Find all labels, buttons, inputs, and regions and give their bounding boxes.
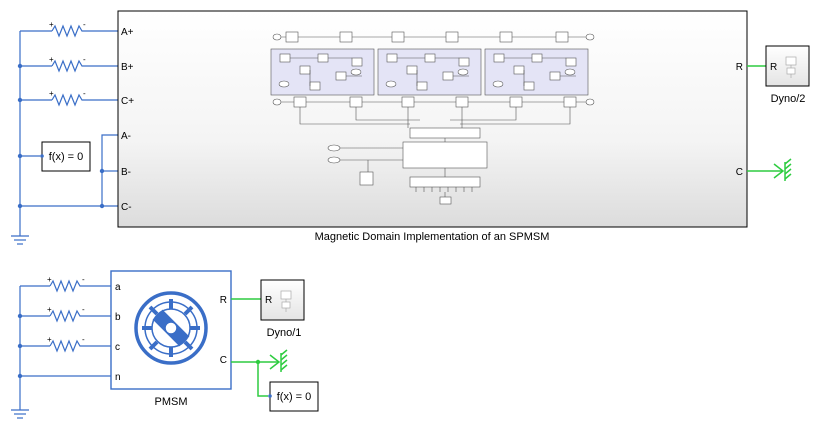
svg-text:-: -: [83, 89, 86, 98]
solver-config-top-label: f(x) = 0: [49, 151, 84, 163]
pmsm-block[interactable]: a b c n R C: [110, 270, 232, 390]
svg-text:-: -: [82, 305, 85, 314]
port-c-minus: C-: [121, 202, 132, 213]
svg-text:+: +: [47, 305, 52, 314]
port-c: C: [736, 167, 743, 178]
resistor-a-bottom[interactable]: [49, 279, 86, 293]
port-a-minus: A-: [121, 131, 131, 142]
port-c-plus: C+: [121, 96, 134, 107]
pmsm-port-n: n: [115, 372, 121, 383]
port-b-plus: B+: [121, 62, 134, 73]
port-a-plus: A+: [121, 27, 134, 38]
pmsm-port-c: c: [115, 342, 120, 353]
ground-bottom-icon[interactable]: [11, 406, 29, 419]
top-wiring: [19, 30, 118, 232]
spmsm-subsystem-block[interactable]: A+ B+ C+ A- B- C- R C: [117, 10, 748, 228]
dyno-bottom-caption: Dyno/1: [267, 327, 302, 339]
dyno-top-port: R: [770, 62, 777, 73]
pmsm-port-c-mech: C: [220, 355, 227, 366]
resistor-c-top[interactable]: [51, 93, 85, 107]
svg-text:+: +: [47, 275, 52, 284]
ground-icon[interactable]: [11, 232, 29, 245]
pmsm-port-r: R: [220, 295, 227, 306]
resistor-b-top[interactable]: [51, 59, 85, 73]
svg-text:-: -: [82, 335, 85, 344]
port-b-minus: B-: [121, 167, 131, 178]
svg-text:-: -: [82, 275, 85, 284]
bottom-wiring: [19, 285, 111, 406]
subsystem-caption: Magnetic Domain Implementation of an SPM…: [315, 231, 550, 243]
pmsm-port-a: a: [115, 282, 121, 293]
dyno-top-icon: [785, 56, 797, 78]
svg-text:+: +: [47, 335, 52, 344]
resistor-c-bottom[interactable]: [49, 339, 86, 353]
motor-icon: [134, 291, 208, 365]
top-mechanical-wiring: [747, 65, 783, 172]
svg-text:+: +: [49, 89, 54, 98]
mech-reference-bottom[interactable]: [269, 349, 288, 372]
bottom-mechanical-wiring: [231, 298, 279, 397]
mech-reference-top[interactable]: [773, 158, 792, 181]
svg-text:-: -: [83, 20, 86, 29]
pmsm-caption: PMSM: [155, 396, 188, 408]
dyno-top-caption: Dyno/2: [771, 93, 806, 105]
solver-config-bottom[interactable]: f(x) = 0: [268, 381, 319, 412]
svg-text:+: +: [49, 55, 54, 64]
dyno-bottom-block[interactable]: R: [260, 279, 305, 321]
resistor-b-bottom[interactable]: [49, 309, 86, 323]
solver-config-bottom-label: f(x) = 0: [277, 391, 312, 403]
port-r: R: [736, 62, 743, 73]
bottom-junctions: [17, 313, 23, 379]
svg-text:-: -: [83, 55, 86, 64]
subsystem-thumbnail: [270, 31, 595, 205]
resistor-polarity-marks-bottom: + - + - + -: [47, 275, 85, 344]
dyno-top-block[interactable]: R: [765, 45, 810, 87]
resistor-polarity-marks: + - + - + -: [49, 20, 86, 98]
top-junctions: [17, 63, 105, 209]
svg-text:+: +: [49, 20, 54, 29]
solver-config-top[interactable]: f(x) = 0: [40, 141, 91, 172]
pmsm-port-b: b: [115, 312, 121, 323]
dyno-bottom-port: R: [265, 295, 272, 306]
resistor-a-top[interactable]: [51, 24, 85, 38]
dyno-bottom-icon: [280, 290, 292, 312]
bottom-mech-junction: [255, 359, 261, 365]
